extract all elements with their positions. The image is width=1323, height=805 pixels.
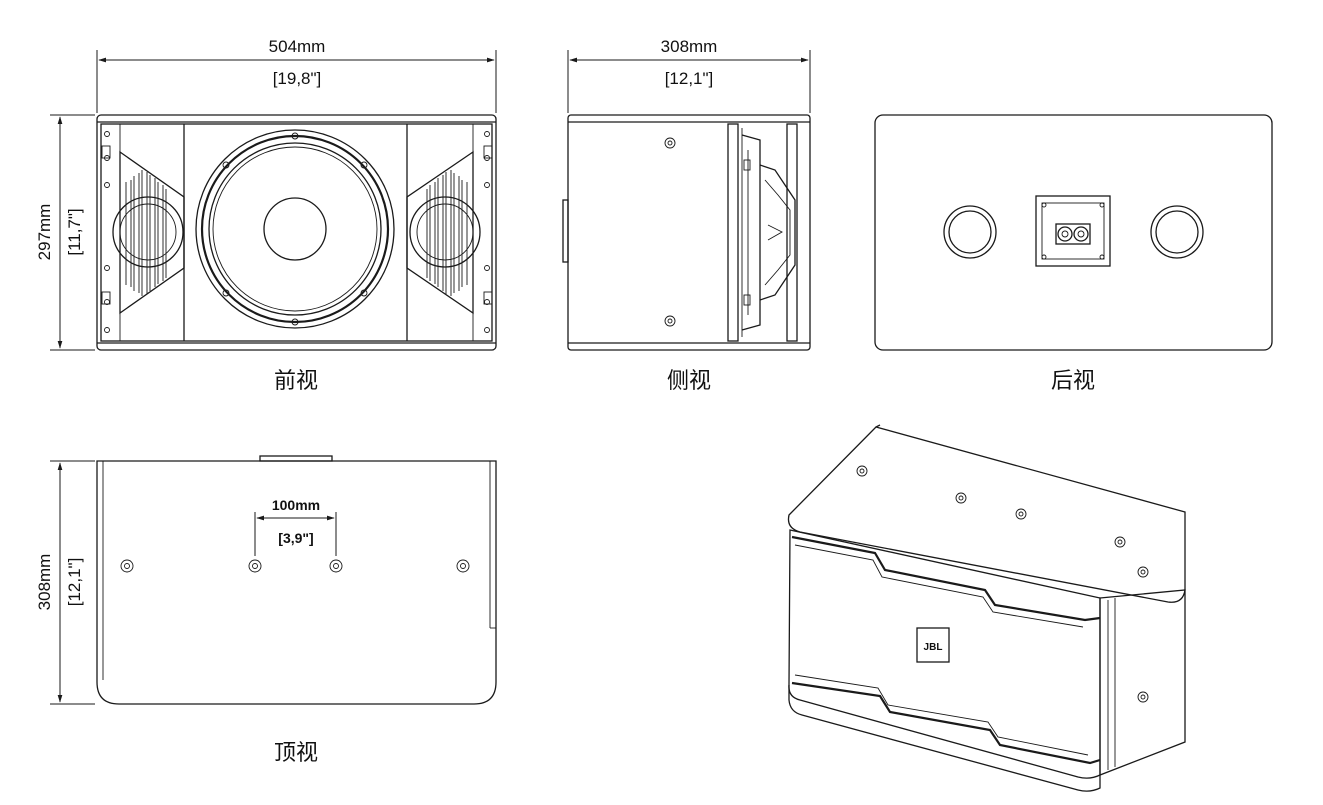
brand-logo-badge: [916, 627, 950, 663]
side-depth-in: [12,1"]: [665, 69, 714, 88]
rear-view-caption: 后视: [1051, 369, 1095, 394]
front-left-tweeter-horn: [112, 150, 185, 315]
top-view: 308mm [12,1"] 100mm [3,9"] 顶视: [35, 455, 497, 766]
rear-cabinet-outline: [874, 114, 1273, 351]
front-width-in: [19,8"]: [273, 69, 322, 88]
iso-side-face: [1099, 589, 1186, 776]
front-view-caption: 前视: [274, 369, 318, 394]
front-view: 504mm [19,8"] 297mm [11,7"]: [35, 37, 497, 394]
mount-spacing-mm: 100mm: [272, 497, 320, 513]
rear-view: 后视: [874, 114, 1273, 394]
front-height-in: [11,7"]: [65, 208, 84, 255]
front-height-mm: 297mm: [35, 204, 54, 261]
front-woofer: [195, 129, 395, 329]
iso-front-face: [788, 529, 1101, 779]
rear-terminal-plate: [1035, 195, 1111, 267]
side-cabinet-outline: [567, 114, 811, 351]
front-side-screws: [101, 131, 493, 333]
front-width-mm: 504mm: [269, 37, 326, 56]
side-view: 308mm [12,1"] 侧视: [562, 37, 811, 394]
brand-logo-text: JBL: [924, 642, 943, 653]
side-view-caption: 侧视: [667, 369, 711, 394]
isometric-view: JBL: [787, 424, 1186, 792]
top-view-caption: 顶视: [274, 741, 318, 766]
top-depth-in: [12,1"]: [65, 558, 84, 607]
side-depth-mm: 308mm: [661, 37, 718, 56]
top-cabinet-outline: [96, 460, 497, 705]
mount-spacing-in: [3,9"]: [278, 530, 313, 546]
top-depth-mm: 308mm: [35, 554, 54, 611]
front-right-tweeter-horn: [406, 150, 481, 315]
front-cabinet-outline: [96, 114, 497, 351]
iso-top-surface: [787, 426, 1186, 603]
